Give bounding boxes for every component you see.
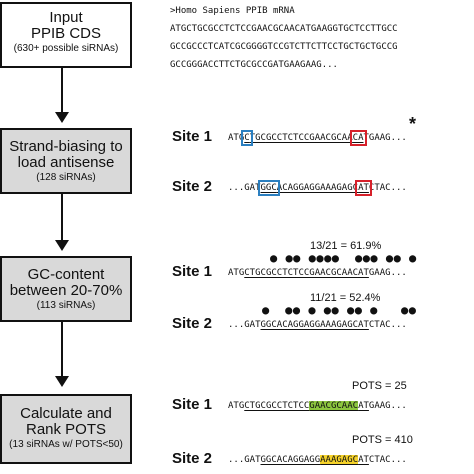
flow-box-gc-content: GC-content between 20-70% (113 siRNAs)	[0, 256, 132, 322]
strand-site-2-blue-box: GGC	[257, 180, 280, 196]
flow-box-gc-title1: GC-content	[27, 266, 105, 283]
mrna-line-3: GCCGGGACCTTCTGCGCCGATGAAGAAG...	[170, 60, 338, 70]
gc-site-2-sequence: ...GATGGCACAGGAGGAAAGAGCATCTAC...	[228, 320, 407, 330]
mrna-line-2: GCCGCCCTCATCGCGGGGTCCGTCTTCTTCCTGCTGCTGC…	[170, 42, 398, 52]
pots-site-2-score: POTS = 410	[352, 434, 413, 446]
gc-site-1-sequence: ATGCTGCGCCTCTCCGAACGCAACATGAAG...	[228, 268, 407, 278]
pots-site-1-green-highlight: GAACGCAAC	[309, 401, 359, 411]
gc-site-2-percentage: 11/21 = 52.4%	[310, 292, 381, 304]
gc-site-2-dots: ● ●● ● ●● ●● ● ●●	[262, 303, 417, 317]
pots-site-1-score: POTS = 25	[352, 380, 407, 392]
flow-box-pots-count: (13 siRNAs w/ POTS<50)	[9, 438, 123, 450]
strand-site-1-red-box: CA	[349, 130, 367, 146]
strand-site-2-sequence: ...GATGGCACAGGAGGAAAGAGCATCTAC...	[228, 180, 407, 196]
flow-box-pots-title2: Rank POTS	[25, 420, 107, 438]
flow-box-strand-title1: Strand-biasing to	[9, 138, 123, 155]
flow-box-strand-title2: load antisense	[17, 153, 115, 171]
flow-box-gc-count: (113 siRNAs)	[36, 299, 96, 311]
gc-site-1-dots: ● ●● ●●●● ●●● ●● ●	[270, 251, 417, 265]
flow-box-strand-biasing: Strand-biasing to load antisense (128 si…	[0, 128, 132, 194]
strand-site-2-red-box: AT	[355, 180, 372, 196]
flow-box-gc-title2: between 20-70%	[9, 281, 123, 299]
gc-site-1-percentage: 13/21 = 61.9%	[310, 240, 382, 252]
gc-site-2-label: Site 2	[172, 315, 213, 332]
mrna-line-1: ATGCTGCGCCTCTCCGAACGCAACATGAAGGTGCTCCTTG…	[170, 24, 398, 34]
flow-box-pots: Calculate and Rank POTS (13 siRNAs w/ PO…	[0, 394, 132, 464]
pots-site-2-label: Site 2	[172, 450, 213, 467]
strand-site-1-label: Site 1	[172, 128, 213, 145]
flow-arrow-2-head	[55, 240, 69, 251]
flow-box-input-count: (630+ possible siRNAs)	[13, 42, 119, 54]
flow-box-pots-title1: Calculate and	[20, 405, 112, 422]
asterisk-marker: *	[409, 114, 417, 134]
flow-arrow-1-shaft	[61, 68, 63, 116]
strand-site-1-sequence: ATGCTGCGCCTCTCCGAACGCAACATGAAG...	[228, 130, 407, 146]
flow-box-input-title1: Input	[49, 9, 83, 26]
pots-site-2-yellow-highlight: AAAGAGC	[320, 455, 359, 465]
mrna-header: >Homo Sapiens PPIB mRNA	[170, 6, 295, 16]
strand-site-1-blue-box: C	[241, 130, 253, 146]
strand-site-2-label: Site 2	[172, 178, 213, 195]
flow-arrow-3-head	[55, 376, 69, 387]
flow-arrow-2-shaft	[61, 194, 63, 244]
pots-site-1-sequence: ATGCTGCGCCTCTCCGAACGCAACATGAAG...	[228, 401, 407, 411]
flow-box-input-title2: PPIB CDS	[30, 24, 102, 42]
flow-arrow-1-head	[55, 112, 69, 123]
pots-site-1-label: Site 1	[172, 396, 213, 413]
pots-site-2-sequence: ...GATGGCACAGGAGGAAAGAGCATCTAC...	[228, 455, 407, 465]
gc-site-1-label: Site 1	[172, 263, 213, 280]
flow-arrow-3-shaft	[61, 322, 63, 380]
flow-box-input: Input PPIB CDS (630+ possible siRNAs)	[0, 2, 132, 68]
flow-box-strand-count: (128 siRNAs)	[36, 171, 96, 183]
